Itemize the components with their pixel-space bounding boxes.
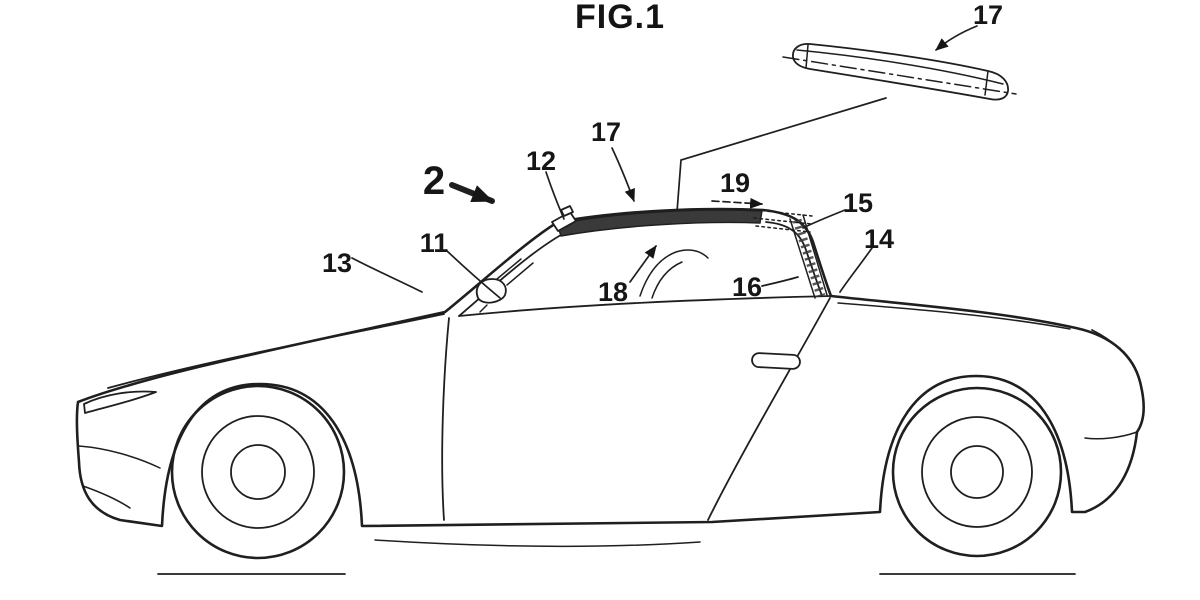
leader-16: [761, 276, 799, 287]
pillar-band-edge-left: [789, 218, 816, 299]
leader-13: [351, 257, 423, 293]
leader-2-bold-arrow: [449, 182, 495, 204]
rocker-line: [374, 539, 701, 548]
roof-front-latch-knob: [560, 205, 574, 217]
ref-label-2: 2: [423, 159, 445, 203]
rear-wheel: [891, 386, 1063, 558]
door-rear-seam: [707, 297, 831, 521]
ref-label-18: 18: [598, 277, 628, 307]
mirror-stem: [479, 304, 488, 313]
ref-label-14: 14: [864, 224, 894, 254]
car-body-outline: [75, 207, 1146, 528]
roof-panel-strip: [556, 209, 763, 237]
panel-to-car-connector: [676, 97, 887, 213]
leader-12: [545, 171, 565, 220]
hood-seam: [107, 313, 445, 389]
beltline: [458, 295, 832, 317]
door-handle: [751, 352, 801, 370]
taillight-line: [1091, 329, 1138, 373]
seat-outline: [639, 249, 709, 297]
rear-pillar-inner-line: [765, 221, 823, 297]
leader-17-roof: [611, 147, 635, 203]
leader-11: [445, 249, 501, 299]
ref-label-11: 11: [420, 228, 449, 258]
leader-18: [629, 245, 657, 283]
front-bumper-line-2: [82, 485, 131, 509]
leader-14: [839, 247, 873, 293]
seat-inner-line: [651, 261, 683, 299]
ref-label-17-detached: 17: [973, 0, 1003, 30]
door-front-seam: [441, 317, 450, 521]
panel-outline: [792, 43, 1009, 101]
front-wheel: [170, 384, 346, 560]
panel-end-cap-left: [805, 44, 809, 69]
pillar-band-edge-right: [802, 214, 828, 296]
headlight: [83, 390, 157, 414]
front-bumper-line-1: [78, 445, 161, 469]
panel-thickness-line: [796, 49, 1004, 85]
windshield-reflection-2: [506, 262, 534, 286]
detached-roof-panel: [676, 43, 1017, 213]
windshield-reflection-1: [496, 258, 522, 280]
pillar-hatch-band: [792, 218, 826, 298]
panel-end-cap-right: [984, 70, 989, 96]
ref-label-15: 15: [843, 188, 873, 218]
ref-label-12: 12: [526, 146, 556, 176]
ref-label-13: 13: [322, 248, 352, 278]
leader-15: [802, 209, 846, 229]
ref-label-17-roof: 17: [591, 117, 621, 147]
rear-bumper-crease: [1084, 431, 1138, 440]
leader-19-slide-arrow: [711, 197, 764, 209]
leader-lines: [351, 25, 978, 299]
ref-label-16: 16: [732, 272, 762, 302]
pillar-top-dotted-stack: [753, 209, 813, 233]
rear-deck-line: [837, 302, 1071, 330]
ref-label-19: 19: [720, 168, 750, 198]
reference-labels: 17 2 12 17 19 15 14 13 11 18 16: [322, 0, 1003, 307]
leader-17-detached: [935, 25, 978, 51]
car-drawing: [75, 205, 1146, 575]
figure-title: FIG.1: [575, 0, 665, 36]
windshield-inner-line: [458, 230, 569, 317]
panel-centerline: [782, 56, 1017, 95]
